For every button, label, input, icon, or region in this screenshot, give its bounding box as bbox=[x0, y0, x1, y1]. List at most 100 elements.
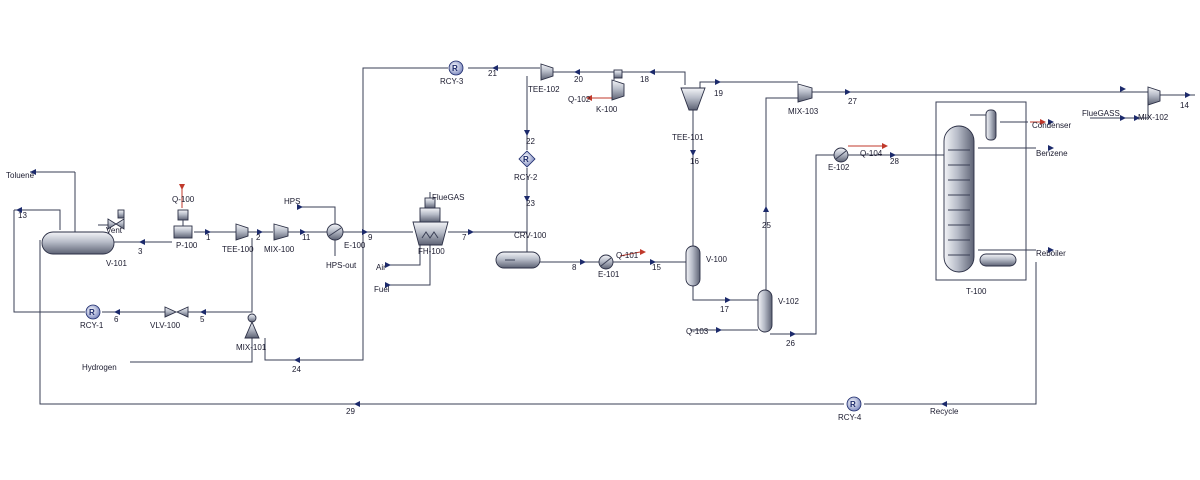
rcy-4-label: RCY-4 bbox=[838, 413, 862, 422]
stream-15-label: 15 bbox=[652, 263, 661, 272]
stream-24-label: 24 bbox=[292, 365, 301, 374]
k-100-compressor-icon[interactable] bbox=[611, 69, 625, 101]
toluene-label: Toluene bbox=[6, 171, 35, 180]
mix-103-label: MIX-103 bbox=[788, 107, 819, 116]
mix-103-icon[interactable] bbox=[797, 83, 813, 103]
hps-label: HPS bbox=[284, 197, 300, 206]
svg-text:R: R bbox=[89, 308, 95, 317]
air-label: Air bbox=[376, 263, 386, 272]
mix-102-label: MIX-102 bbox=[1138, 113, 1169, 122]
fh-100-label: FH-100 bbox=[418, 247, 445, 256]
mix-100-icon[interactable] bbox=[273, 223, 289, 241]
stream-18-label: 18 bbox=[640, 75, 649, 84]
v-101-label: V-101 bbox=[106, 259, 127, 268]
q-103-label: Q-103 bbox=[686, 327, 709, 336]
fh-100-heater-icon[interactable] bbox=[412, 197, 449, 246]
stream-26-label: 26 bbox=[786, 339, 795, 348]
t-100-label: T-100 bbox=[966, 287, 987, 296]
mix-101-icon[interactable] bbox=[244, 313, 260, 339]
stream-25-label: 25 bbox=[762, 221, 771, 230]
tee-101-label: TEE-101 bbox=[672, 133, 704, 142]
q-104-label: Q-104 bbox=[860, 149, 883, 158]
e-102-label: E-102 bbox=[828, 163, 850, 172]
stream-2-label: 2 bbox=[256, 233, 261, 242]
stream-5-label: 5 bbox=[200, 315, 205, 324]
mix-102-icon[interactable] bbox=[1147, 86, 1161, 106]
stream-21-label: 21 bbox=[488, 69, 497, 78]
rcy-3-icon[interactable]: R bbox=[448, 60, 464, 76]
v-100-label: V-100 bbox=[706, 255, 727, 264]
svg-text:R: R bbox=[523, 155, 529, 164]
stream-22-label: 22 bbox=[526, 137, 535, 146]
v-102-vessel[interactable] bbox=[757, 289, 773, 333]
tee-100-icon[interactable] bbox=[235, 223, 249, 241]
stream-labels: Toluene Vent Hydrogen HPS HPS-out FlueGA… bbox=[6, 69, 1189, 416]
stream-16-label: 16 bbox=[690, 157, 699, 166]
stream-1-label: 1 bbox=[206, 233, 211, 242]
rcy-1-icon[interactable]: R bbox=[85, 304, 101, 320]
tee-101-icon[interactable] bbox=[680, 87, 706, 111]
stream-28-label: 28 bbox=[890, 157, 899, 166]
stream-14-label: 14 bbox=[1180, 101, 1189, 110]
tee-102-icon[interactable] bbox=[540, 63, 554, 81]
vlv-100-label: VLV-100 bbox=[150, 321, 181, 330]
stream-19-label: 19 bbox=[714, 89, 723, 98]
crv-100-label: CRV-100 bbox=[514, 231, 547, 240]
stream-3-label: 3 bbox=[138, 247, 143, 256]
q-100-label: Q-100 bbox=[172, 195, 195, 204]
stream-20-label: 20 bbox=[574, 75, 583, 84]
hydrogen-label: Hydrogen bbox=[82, 363, 117, 372]
v-101-vessel[interactable] bbox=[41, 231, 115, 255]
mix-101-label: MIX-101 bbox=[236, 343, 267, 352]
e-100-label: E-100 bbox=[344, 241, 366, 250]
benzene-label: Benzene bbox=[1036, 149, 1068, 158]
k-100-label: K-100 bbox=[596, 105, 618, 114]
rcy-2-label: RCY-2 bbox=[514, 173, 538, 182]
recycle-label: Recycle bbox=[930, 407, 959, 416]
stream-9-label: 9 bbox=[368, 233, 373, 242]
stream-11-label: 11 bbox=[302, 233, 311, 242]
p-100-label: P-100 bbox=[176, 241, 198, 250]
vent-valve-icon[interactable] bbox=[107, 209, 125, 230]
stream-8-label: 8 bbox=[572, 263, 577, 272]
stream-lines bbox=[13, 67, 1195, 405]
rcy-2-icon[interactable]: R bbox=[518, 150, 536, 168]
e-101-label: E-101 bbox=[598, 270, 620, 279]
stream-29-label: 29 bbox=[346, 407, 355, 416]
stream-27-label: 27 bbox=[848, 97, 857, 106]
stream-17-label: 17 bbox=[720, 305, 729, 314]
stream-6-label: 6 bbox=[114, 315, 119, 324]
rcy-3-label: RCY-3 bbox=[440, 77, 464, 86]
crv-100-reactor-icon[interactable] bbox=[495, 251, 541, 269]
stream-arrows bbox=[16, 65, 1191, 407]
p-100-pump-icon[interactable] bbox=[173, 209, 193, 239]
mix-100-label: MIX-100 bbox=[264, 245, 295, 254]
fluegass-label: FlueGASS bbox=[1082, 109, 1120, 118]
q-101-label: Q-101 bbox=[616, 251, 639, 260]
reboiler-label: Reboiler bbox=[1036, 249, 1066, 258]
v-100-vessel[interactable] bbox=[685, 245, 701, 287]
rcy-4-icon[interactable]: R bbox=[846, 396, 862, 412]
stream-7-label: 7 bbox=[462, 233, 467, 242]
stream-13-label: 13 bbox=[18, 211, 27, 220]
condenser-label: Condenser bbox=[1032, 121, 1071, 130]
rcy-1-label: RCY-1 bbox=[80, 321, 104, 330]
vent-label: Vent bbox=[106, 226, 123, 235]
e-102-exchanger-icon[interactable] bbox=[833, 147, 849, 163]
v-102-label: V-102 bbox=[778, 297, 799, 306]
tee-102-label: TEE-102 bbox=[528, 85, 560, 94]
q-102-label: Q-102 bbox=[568, 95, 591, 104]
tee-100-label: TEE-100 bbox=[222, 245, 254, 254]
e-101-exchanger-icon[interactable] bbox=[598, 254, 614, 270]
equipment-labels: V-101 P-100 Q-100 TEE-100 MIX-100 MIX-10… bbox=[80, 77, 1169, 422]
hps-out-label: HPS-out bbox=[326, 261, 357, 270]
stream-23-label: 23 bbox=[526, 199, 535, 208]
e-100-exchanger-icon[interactable] bbox=[326, 223, 344, 241]
t-100-column[interactable] bbox=[935, 101, 1027, 281]
svg-text:R: R bbox=[850, 400, 856, 409]
fuel-label: Fuel bbox=[374, 285, 390, 294]
vlv-100-valve-icon[interactable] bbox=[164, 306, 189, 318]
svg-text:R: R bbox=[452, 64, 458, 73]
fluegas-label: FlueGAS bbox=[432, 193, 464, 202]
